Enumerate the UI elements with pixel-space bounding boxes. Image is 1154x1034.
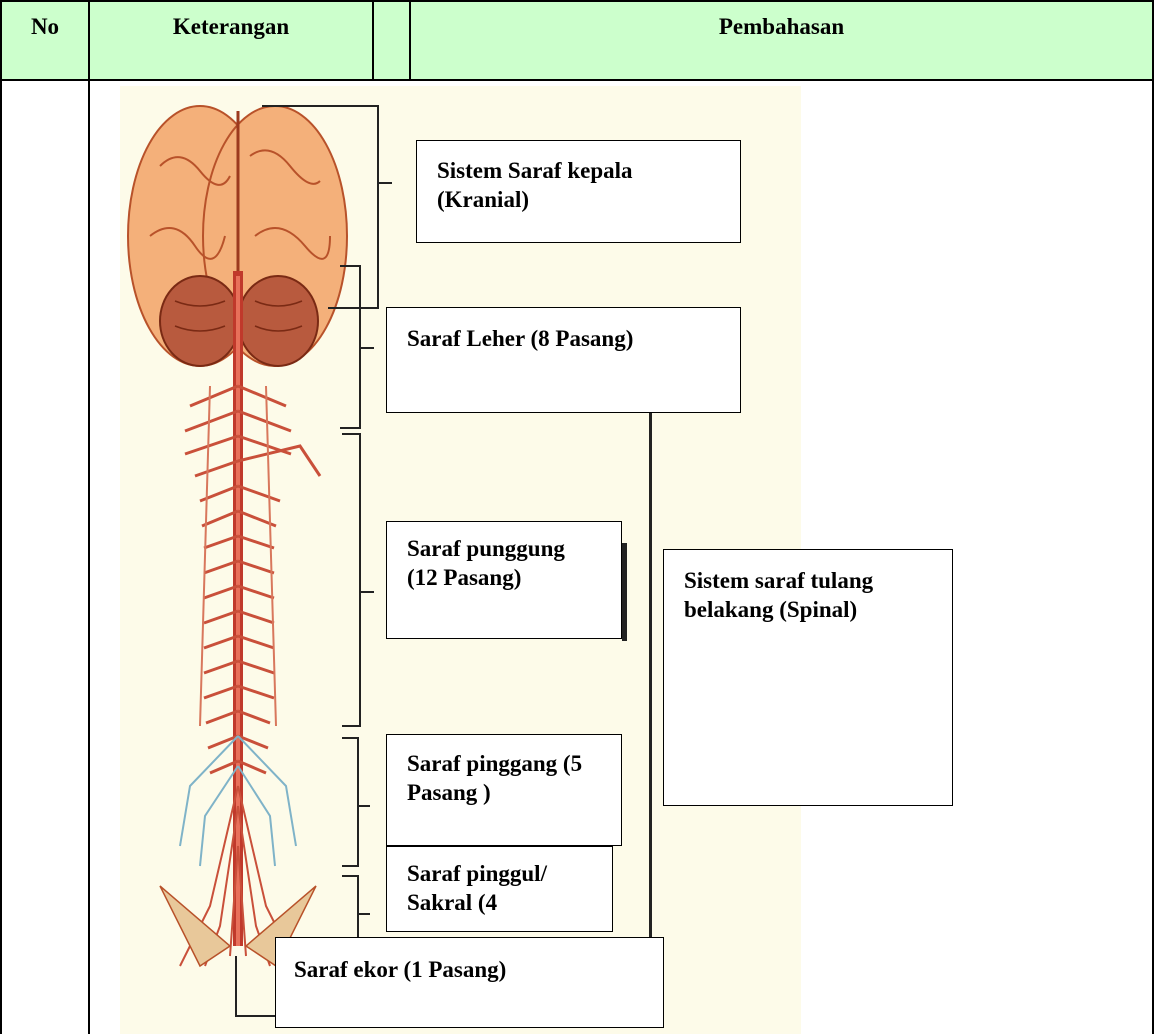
table-header-divider: [0, 79, 1154, 81]
header-keterangan: Keterangan: [90, 14, 372, 40]
table-border-top: [0, 0, 1154, 2]
label-pinggang-text: Saraf pinggang (5 Pasang ): [407, 751, 582, 805]
header-no: No: [2, 14, 88, 40]
label-pinggul-text: Saraf pinggul/ Sakral (4: [407, 861, 547, 915]
label-spinal: Sistem saraf tulang belakang (Spinal): [663, 549, 953, 806]
label-leher-text: Saraf Leher (8 Pasang): [407, 326, 633, 351]
label-punggung: Saraf punggung (12 Pasang): [386, 521, 622, 639]
label-leher: Saraf Leher (8 Pasang): [386, 307, 741, 413]
table-col-divider-no: [88, 0, 90, 1034]
label-kranial-text: Sistem Saraf kepala (Kranial): [437, 158, 633, 212]
spinal-nerves: [185, 386, 320, 773]
label-punggung-shadow: [622, 543, 627, 641]
table-col-divider-keterangan: [372, 0, 374, 79]
label-punggung-text: Saraf punggung (12 Pasang): [407, 536, 565, 590]
label-kranial: Sistem Saraf kepala (Kranial): [416, 140, 741, 243]
label-ekor-text: Saraf ekor (1 Pasang): [294, 957, 506, 982]
label-pinggul: Saraf pinggul/ Sakral (4: [386, 846, 613, 932]
header-pembahasan: Pembahasan: [411, 14, 1152, 40]
label-ekor: Saraf ekor (1 Pasang): [275, 937, 664, 1028]
nervous-system-illustration: [120, 86, 420, 1034]
spinal-connector-line: [649, 413, 652, 937]
table-border-left: [0, 0, 2, 1034]
label-spinal-text: Sistem saraf tulang belakang (Spinal): [684, 568, 873, 622]
label-pinggang: Saraf pinggang (5 Pasang ): [386, 734, 622, 846]
